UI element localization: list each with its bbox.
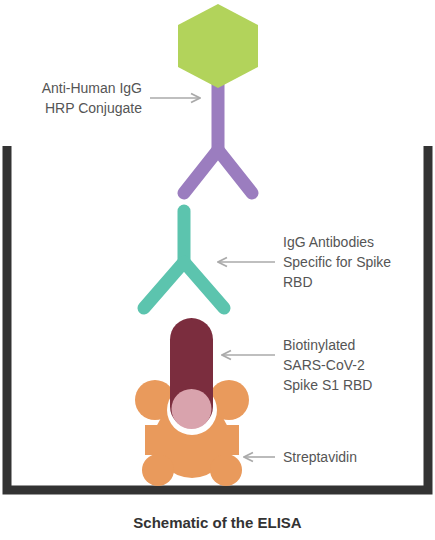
hrp-enzyme: [178, 4, 258, 88]
part-label: Biotinylated SARS-CoV-2 Spike S1 RBD: [283, 335, 401, 395]
part-label: Anti-Human IgG HRP Conjugate: [10, 78, 142, 118]
biotin: [172, 389, 212, 429]
streptavidin-shape: [135, 380, 249, 486]
figure-caption: Schematic of the ELISA: [0, 514, 435, 531]
rbd-protein: [170, 318, 213, 428]
anti-human-igg: [184, 84, 252, 193]
igg-antibody: [144, 211, 224, 308]
part-label: IgG Antibodies Specific for Spike RBD: [283, 232, 401, 292]
leader-arrows: [150, 98, 275, 457]
part-label: Streptavidin: [283, 447, 423, 467]
well-outline: [7, 146, 428, 490]
